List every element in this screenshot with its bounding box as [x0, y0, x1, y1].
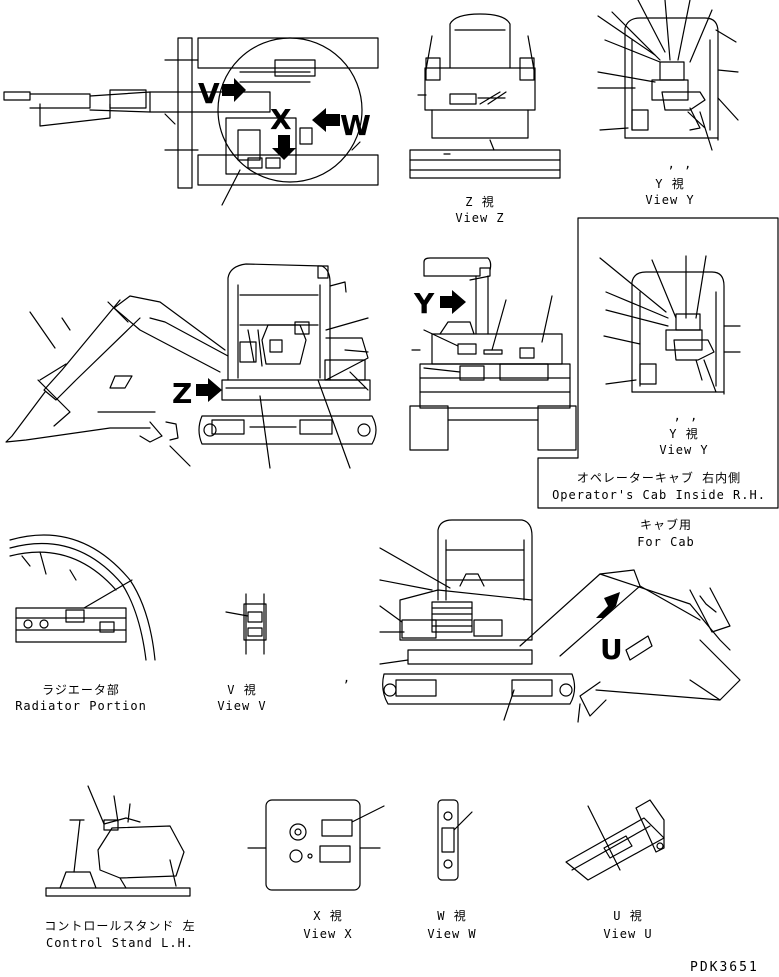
- caption-view-y-mid-jp: Y 視: [669, 427, 699, 441]
- caption-view-u-en: View U: [603, 927, 653, 941]
- caption-view-w-en: View W: [427, 927, 477, 941]
- view-letter-w: W: [340, 109, 371, 142]
- view-letter-x: X: [270, 103, 292, 136]
- caption-comma-mark: ,: [342, 671, 352, 685]
- caption-for-cab-jp: キャブ用: [639, 518, 692, 532]
- caption-view-v-jp: V 視: [227, 683, 257, 697]
- caption-control-stand-en: Control Stand L.H.: [45, 936, 195, 950]
- caption-for-cab-en: For Cab: [637, 535, 695, 549]
- view-x-drawing: [247, 799, 385, 891]
- top-view-drawing: [3, 37, 379, 206]
- view-u-drawing: [565, 799, 665, 881]
- caption-view-w-jp: W 視: [437, 909, 467, 923]
- caption-view-v-en: View V: [217, 699, 267, 713]
- view-arrow-y: [440, 290, 466, 314]
- caption-cab-inside-en: Operator's Cab Inside R.H.: [552, 488, 766, 502]
- view-letter-v: V: [198, 77, 220, 110]
- side-view-drawing: [5, 263, 377, 469]
- caption-radiator-en: Radiator Portion: [15, 699, 147, 713]
- caption-radiator-jp: ラジエータ部: [42, 683, 120, 697]
- view-letter-u: U: [600, 633, 623, 666]
- view-v-drawing: [225, 593, 267, 655]
- caption-cab-inside-jp: オペレーターキャブ 右内側: [576, 471, 742, 485]
- control-stand-drawing: [45, 785, 191, 897]
- view-arrows-top: [222, 78, 340, 160]
- caption-view-x-jp: X 視: [313, 909, 343, 923]
- cab-inside-frame: [537, 217, 779, 509]
- radiator-portion-drawing: [9, 534, 156, 661]
- view-arrow-u: [596, 592, 620, 618]
- caption-view-y-mid-en: View Y: [659, 443, 709, 457]
- for-cab-drawing: [379, 519, 741, 723]
- caption-view-y-mid-marks: , ,: [673, 409, 699, 423]
- view-letter-z: Z: [172, 377, 193, 410]
- view-arrow-z: [196, 378, 222, 402]
- caption-view-z-jp: Z 視: [465, 195, 495, 209]
- caption-view-y-top-en: View Y: [645, 193, 695, 207]
- caption-view-y-top-jp: Y 視: [655, 177, 685, 191]
- caption-view-z-en: View Z: [455, 211, 505, 225]
- view-letter-y: Y: [414, 287, 435, 320]
- caption-view-y-top-marks: , ,: [667, 157, 693, 171]
- view-y-top-drawing: [597, 0, 739, 151]
- view-z-drawing: [409, 13, 561, 179]
- caption-view-u-jp: U 視: [613, 909, 643, 923]
- rear-view-drawing: [409, 257, 577, 451]
- caption-view-x-en: View X: [303, 927, 353, 941]
- caption-control-stand-jp: コントロールスタンド 左: [44, 919, 196, 933]
- drawing-code: PDK3651: [690, 960, 759, 975]
- view-y-mid-drawing: [599, 255, 741, 395]
- view-w-drawing: [437, 799, 473, 881]
